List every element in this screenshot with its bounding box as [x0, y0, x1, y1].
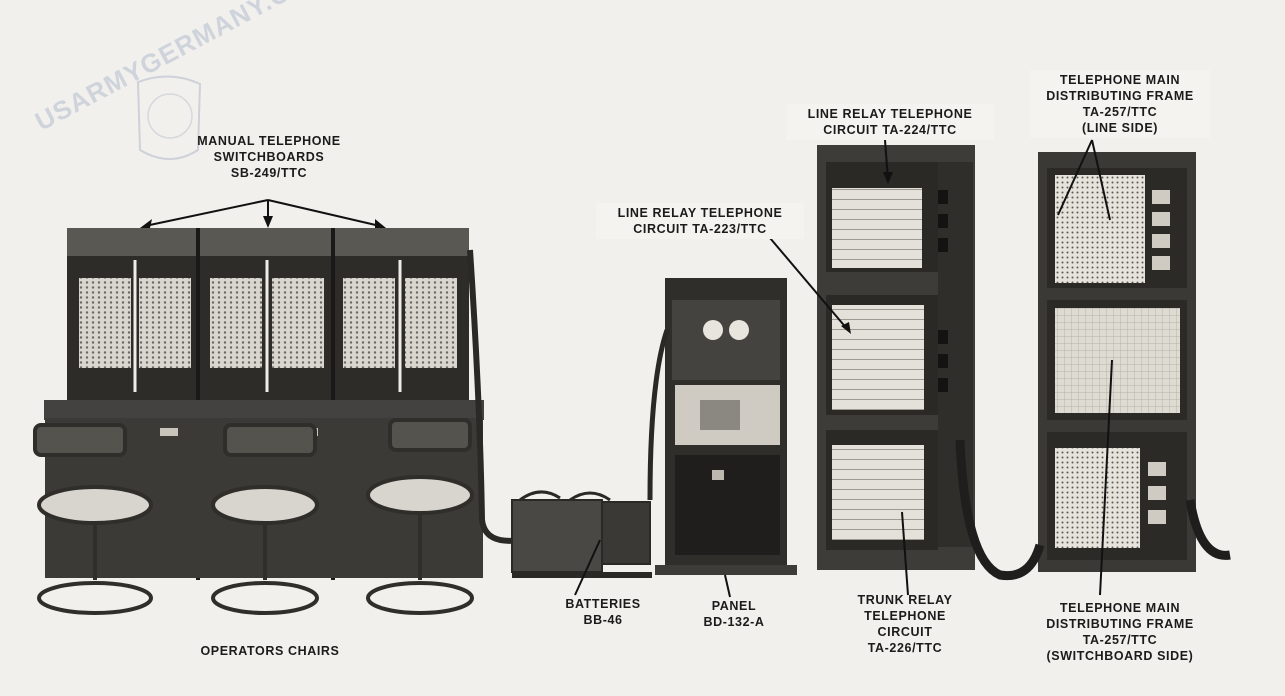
- operator-chair: [211, 423, 319, 615]
- caption-line-relay-224: LINE RELAY TELEPHONE CIRCUIT TA-224/TTC: [786, 104, 994, 140]
- main-distributing-frame: [1038, 152, 1196, 572]
- caption-line-relay-223: LINE RELAY TELEPHONE CIRCUIT TA-223/TTC: [596, 203, 804, 239]
- caption-line: TA-257/TTC: [1082, 633, 1158, 647]
- caption-line: SB-249/TTC: [230, 166, 308, 180]
- cable: [647, 329, 670, 501]
- caption-line: DISTRIBUTING FRAME: [1046, 617, 1194, 631]
- caption-line: SWITCHBOARDS: [213, 150, 325, 164]
- relay-rack: [817, 145, 975, 570]
- operator-chair: [33, 423, 153, 615]
- caption-line: BB-46: [583, 613, 623, 627]
- caption-line: DISTRIBUTING FRAME: [1046, 89, 1194, 103]
- caption-trunk-relay: TRUNK RELAY TELEPHONE CIRCUIT TA-226/TTC: [830, 592, 980, 656]
- caption-line: CIRCUIT: [877, 625, 933, 639]
- caption-line: PANEL: [711, 599, 757, 613]
- caption-line: MANUAL TELEPHONE: [197, 134, 341, 148]
- caption-line: TA-226/TTC: [867, 641, 943, 655]
- caption-frame-line-side: TELEPHONE MAIN DISTRIBUTING FRAME TA-257…: [1030, 70, 1210, 138]
- cable: [467, 249, 521, 544]
- caption-switchboards: MANUAL TELEPHONE SWITCHBOARDS SB-249/TTC: [164, 133, 374, 181]
- caption-line: TELEPHONE: [864, 609, 946, 623]
- caption-line: LINE RELAY TELEPHONE: [617, 206, 783, 220]
- caption-batteries: BATTERIES BB-46: [548, 596, 658, 628]
- caption-line: CIRCUIT TA-223/TTC: [633, 222, 767, 236]
- caption-line: BD-132-A: [703, 615, 765, 629]
- battery-cases: [511, 490, 652, 578]
- caption-line: TELEPHONE MAIN: [1059, 73, 1181, 87]
- arrow-heads: [140, 172, 893, 334]
- caption-line: LINE RELAY TELEPHONE: [807, 107, 973, 121]
- caption-line: OPERATORS CHAIRS: [200, 644, 340, 658]
- caption-line: (SWITCHBOARD SIDE): [1046, 649, 1194, 663]
- operator-chair: [366, 418, 474, 615]
- caption-frame-switchboard-side: TELEPHONE MAIN DISTRIBUTING FRAME TA-257…: [1022, 600, 1218, 664]
- cable: [955, 439, 1231, 581]
- pointer-arrows: [144, 139, 1113, 598]
- caption-line: TRUNK RELAY: [857, 593, 953, 607]
- watermark-seal: [136, 75, 202, 160]
- caption-line: (LINE SIDE): [1081, 121, 1159, 135]
- caption-line: TELEPHONE MAIN: [1059, 601, 1181, 615]
- caption-panel: PANEL BD-132-A: [686, 598, 782, 630]
- caption-line: TA-257/TTC: [1082, 105, 1158, 119]
- caption-line: BATTERIES: [565, 597, 641, 611]
- caption-operators-chairs: OPERATORS CHAIRS: [170, 643, 370, 659]
- caption-line: CIRCUIT TA-224/TTC: [823, 123, 957, 137]
- power-panel: [655, 278, 797, 575]
